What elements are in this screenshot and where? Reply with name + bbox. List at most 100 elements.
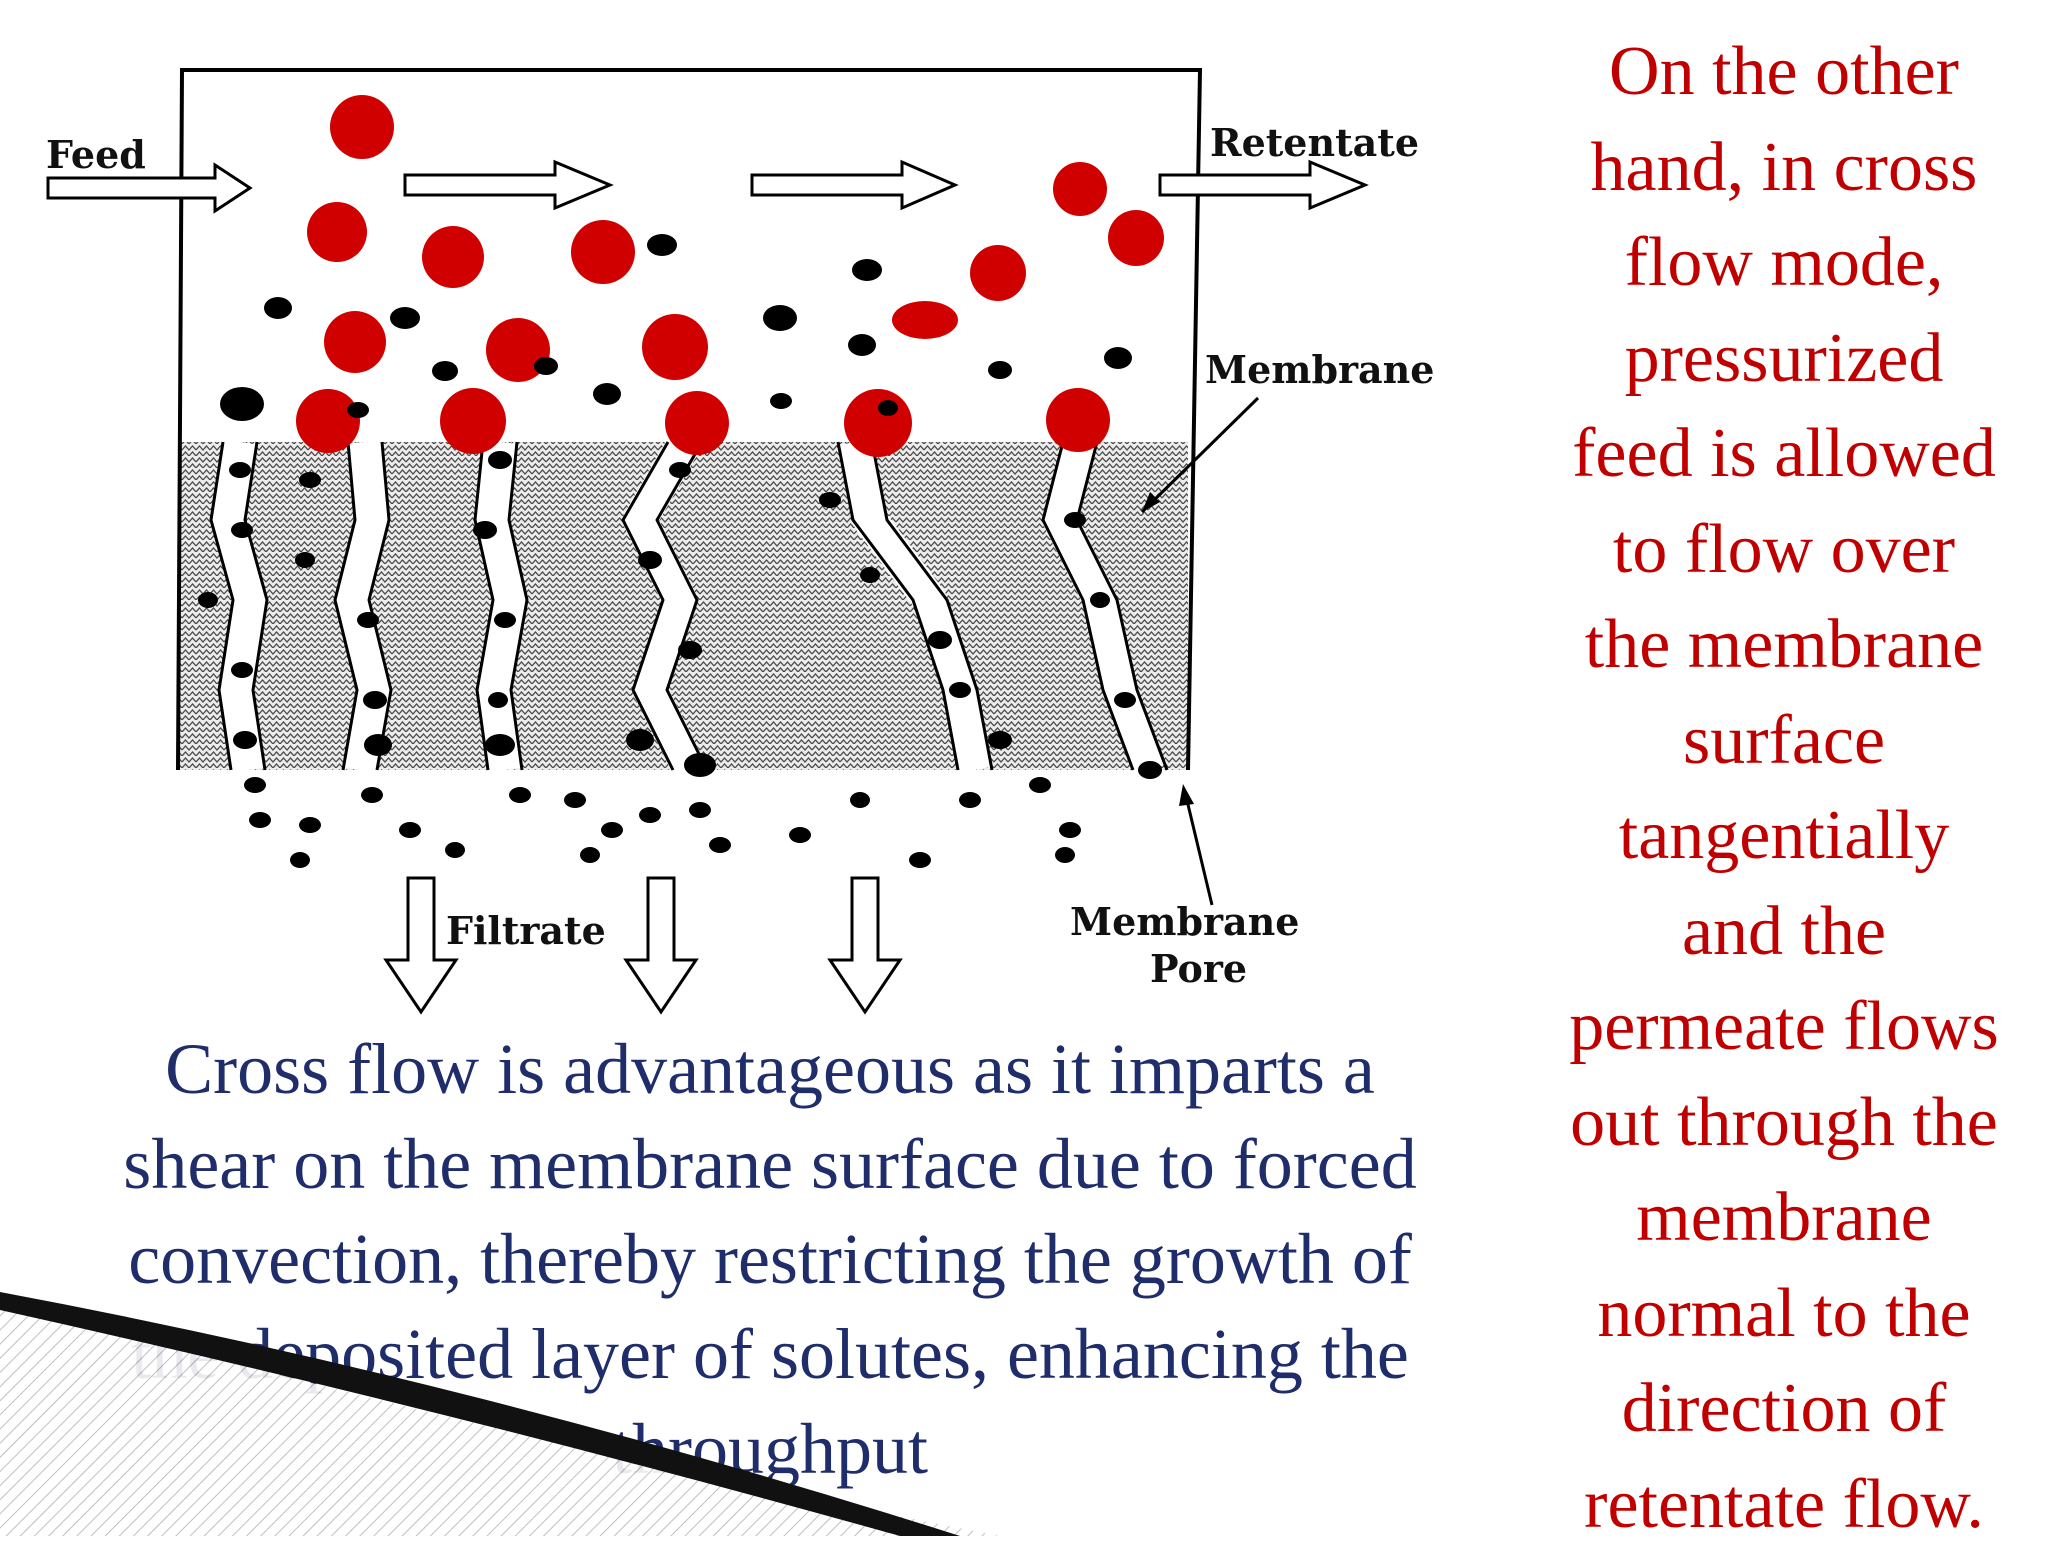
small-solute-particle — [689, 802, 711, 818]
bottom-explanation-text: Cross flow is advantageous as it imparts… — [30, 1022, 1510, 1497]
bottom-text-line: convection, thereby restricting the grow… — [30, 1212, 1510, 1307]
bottom-text-line: throughput — [30, 1402, 1510, 1497]
small-solute-particle — [770, 393, 792, 409]
small-solute-particle — [488, 692, 508, 708]
large-solute-particle — [1053, 162, 1107, 216]
large-solute-particle — [844, 389, 912, 457]
side-text-line: pressurized — [1520, 311, 2048, 407]
small-solute-particle — [432, 361, 458, 381]
filtrate-arrow — [626, 878, 696, 1012]
side-text-line: to flow over — [1520, 502, 2048, 598]
large-solute-particle — [422, 226, 484, 288]
large-solute-particle — [1046, 388, 1110, 452]
small-solute-particle — [445, 842, 465, 858]
flow-arrow — [752, 162, 955, 208]
large-solute-particle — [330, 95, 394, 159]
small-solute-particle — [299, 817, 321, 833]
side-text-line: the membrane — [1520, 597, 2048, 693]
small-solute-particle — [848, 334, 876, 356]
side-text-line: out through the — [1520, 1075, 2048, 1171]
small-solute-particle — [669, 462, 691, 478]
membrane-label: Membrane — [1205, 347, 1434, 392]
small-solute-particle — [1139, 762, 1161, 778]
feed-label: Feed — [46, 132, 146, 177]
small-solute-particle — [364, 734, 392, 756]
small-solute-particle — [564, 792, 586, 808]
small-solute-particle — [399, 822, 421, 838]
large-solute-particle — [665, 391, 729, 455]
small-solute-particle — [988, 361, 1012, 379]
small-solute-particle — [1059, 822, 1081, 838]
small-solute-particle — [709, 837, 731, 853]
large-solute-particle — [1108, 210, 1164, 266]
side-text-line: membrane — [1520, 1170, 2048, 1266]
small-solute-particle — [593, 383, 621, 405]
side-text-line: retentate flow. — [1520, 1457, 2048, 1552]
small-solute-particle — [852, 259, 882, 281]
small-solute-particle — [264, 297, 292, 319]
small-solute-particle — [638, 551, 662, 569]
side-text-line: feed is allowed — [1520, 406, 2048, 502]
small-solute-particle — [819, 492, 841, 508]
small-solute-particle — [860, 567, 880, 583]
large-solute-particle — [571, 220, 635, 284]
small-solute-particle — [850, 792, 870, 808]
small-solute-particle — [290, 852, 310, 868]
side-text-line: hand, in cross — [1520, 120, 2048, 216]
small-solute-particle — [473, 521, 497, 539]
pore-channel — [492, 442, 510, 770]
small-solute-particle — [295, 552, 315, 568]
small-solute-particle — [684, 753, 716, 777]
small-solute-particle — [626, 729, 654, 751]
small-solute-particle — [647, 234, 677, 256]
small-solute-particle — [231, 522, 253, 538]
small-solute-particle — [1104, 347, 1132, 369]
side-text-line: normal to the — [1520, 1266, 2048, 1362]
filtrate-label: Filtrate — [446, 908, 606, 953]
small-solute-particle — [249, 812, 271, 828]
small-solute-particle — [488, 451, 512, 469]
large-solute-particle — [307, 202, 367, 262]
small-solute-particle — [1029, 777, 1051, 793]
bottom-text-line: Cross flow is advantageous as it imparts… — [30, 1022, 1510, 1117]
small-solute-particle — [959, 792, 981, 808]
pore-pointer-head — [1179, 784, 1194, 806]
small-solute-particle — [509, 787, 531, 803]
small-solute-particle — [1064, 512, 1086, 528]
bottom-text-line: the deposited layer of solutes, enhancin… — [30, 1307, 1510, 1402]
large-solute-particle — [970, 245, 1026, 301]
small-solute-particle — [231, 662, 253, 678]
side-text-line: surface — [1520, 693, 2048, 789]
small-solute-particle — [763, 305, 797, 331]
retentate-label: Retentate — [1210, 120, 1419, 165]
side-text-line: permeate flows — [1520, 979, 2048, 1075]
small-solute-particle — [909, 852, 931, 868]
large-solute-particle — [324, 311, 386, 373]
small-solute-particle — [988, 731, 1012, 749]
side-text-line: direction of — [1520, 1361, 2048, 1457]
small-solute-particle — [485, 734, 515, 756]
membrane-pore-label-line2: Pore — [1150, 946, 1247, 991]
small-solute-particle — [878, 400, 898, 416]
side-text-line: flow mode, — [1520, 215, 2048, 311]
small-solute-particle — [347, 402, 369, 418]
side-text-line: On the other — [1520, 24, 2048, 120]
small-solute-particle — [949, 682, 971, 698]
large-solute-particle — [440, 388, 506, 454]
small-solute-particle — [1114, 692, 1136, 708]
small-solute-particle — [229, 462, 251, 478]
retentate-arrow — [1160, 162, 1365, 208]
small-solute-particle — [361, 787, 383, 803]
small-solute-particle — [534, 357, 558, 375]
small-solute-particle — [678, 641, 702, 659]
small-solute-particle — [363, 691, 387, 709]
small-solute-particle — [233, 731, 257, 749]
small-solute-particle — [601, 822, 623, 838]
small-solute-particle — [928, 631, 952, 649]
cross-flow-membrane-diagram: Feed Retentate Membrane Filtrate Membran… — [0, 0, 1520, 1030]
small-solute-particle — [390, 307, 420, 329]
small-solute-particle — [198, 592, 218, 608]
small-solute-particle — [789, 827, 811, 843]
flow-arrow — [405, 162, 610, 208]
